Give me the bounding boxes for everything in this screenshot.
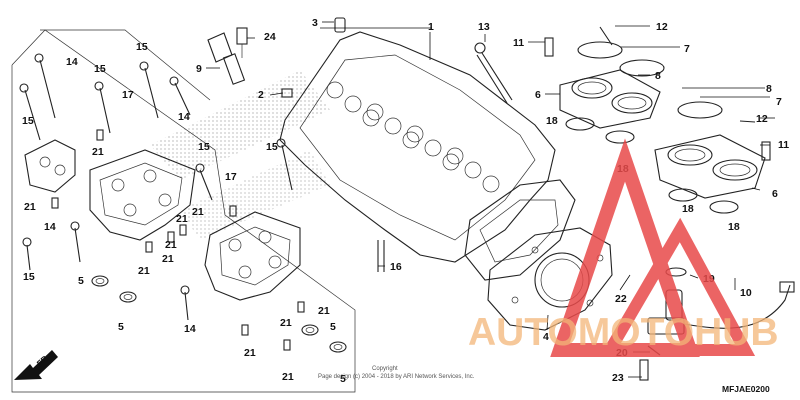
callout-c5b: 5 [118, 321, 124, 333]
callout-c2: 2 [258, 89, 264, 101]
callout-c14d: 14 [184, 323, 196, 335]
camshaft-holder-frame [11, 29, 356, 393]
callout-c15f: 15 [23, 271, 35, 283]
watermark-text: AUTOMOTOHUB [468, 311, 779, 354]
camshaft-holder-upper [89, 149, 196, 241]
callout-c8a: 8 [655, 70, 661, 82]
plug-3 [334, 17, 346, 33]
callout-c5c: 5 [330, 321, 336, 333]
callout-c14a: 14 [66, 56, 78, 68]
callout-c3: 3 [312, 17, 318, 29]
head-port [464, 161, 482, 179]
callout-c6b: 6 [772, 188, 778, 200]
callout-c5a: 5 [78, 275, 84, 287]
copyright-notice: Page design (c) 2004 - 2018 by ARI Netwo… [318, 374, 475, 380]
callout-c21g: 21 [165, 239, 177, 251]
callout-c15c: 15 [22, 115, 34, 127]
shading-band-lower [180, 150, 330, 240]
callout-c18d: 18 [728, 221, 740, 233]
head-port [344, 95, 362, 113]
callout-c15d: 15 [198, 141, 210, 153]
callout-c12a: 12 [656, 21, 668, 33]
callout-c21f: 21 [138, 265, 150, 277]
callout-c18a: 18 [546, 115, 558, 127]
callout-c14b: 14 [178, 111, 190, 123]
o-rings-18 [565, 117, 739, 214]
rocker-holder-small [24, 139, 76, 193]
callout-c10: 10 [740, 287, 752, 299]
callout-c21h: 21 [244, 347, 256, 359]
diagram-code: MFJAE0200 [722, 384, 770, 394]
callout-c17b: 17 [225, 171, 237, 183]
watermark-part-hub: HUB [694, 311, 779, 354]
callout-c21i: 21 [280, 317, 292, 329]
head-port [384, 117, 402, 135]
callout-c8b: 8 [766, 83, 772, 95]
head-port [424, 139, 442, 157]
callout-c1: 1 [428, 21, 434, 33]
callout-c17a: 17 [122, 89, 134, 101]
callout-c21c: 21 [192, 206, 204, 218]
front-direction-arrow: FR. [14, 350, 58, 380]
callout-c12b: 12 [756, 113, 768, 125]
insulator-upper [559, 41, 665, 129]
head-port [442, 153, 460, 171]
watermark-logo-triangle [550, 138, 756, 357]
callout-c21k: 21 [282, 371, 294, 383]
head-port [406, 125, 424, 143]
callout-c5d: 5 [340, 373, 346, 385]
callout-c21j: 21 [318, 305, 330, 317]
bolt-24 [236, 27, 248, 58]
head-port [326, 81, 344, 99]
callout-c15a: 15 [136, 41, 148, 53]
callout-c6a: 6 [535, 89, 541, 101]
callout-c15e: 15 [266, 141, 278, 153]
callout-c13: 13 [478, 21, 490, 33]
callout-c9: 9 [196, 63, 202, 75]
callout-c21a: 21 [92, 146, 104, 158]
callout-c16: 16 [390, 261, 402, 273]
copyright-title: Copyright [372, 366, 398, 372]
watermark-part-auto: AUTO [468, 311, 578, 354]
callout-c22: 22 [615, 293, 627, 305]
callout-c24: 24 [264, 31, 276, 43]
bolt-13 [474, 42, 513, 104]
callout-c7a: 7 [684, 43, 690, 55]
callout-c23: 23 [612, 372, 624, 384]
holder-bolts [19, 53, 293, 321]
head-port [446, 147, 464, 165]
watermark-part-moto: MOTO [578, 311, 694, 354]
dowel-pins-21 [51, 129, 305, 351]
head-port [362, 109, 380, 127]
bolts-11-12 [544, 26, 771, 161]
callout-c21b: 21 [24, 201, 36, 213]
head-port [402, 131, 420, 149]
callout-c4: 4 [543, 331, 549, 343]
camshaft-holder-lower [204, 211, 301, 301]
callout-c14c: 14 [44, 221, 56, 233]
callout-c15b: 15 [94, 63, 106, 75]
o-rings-5 [91, 275, 347, 353]
callout-c21e: 21 [162, 253, 174, 265]
frame-top-line [40, 29, 211, 101]
head-port [366, 103, 384, 121]
callout-c11b: 11 [778, 139, 789, 151]
callout-c7b: 7 [776, 96, 782, 108]
cylinder-head [279, 31, 576, 281]
spark-plug [207, 32, 246, 85]
leader-lines [206, 21, 775, 378]
callout-c11a: 11 [513, 37, 524, 49]
watermark: AUTOMOTOHUB [468, 138, 779, 357]
stud-16 [377, 240, 385, 272]
head-port [482, 175, 500, 193]
callout-c21d: 21 [176, 213, 188, 225]
insulator-lower [654, 101, 766, 199]
callout-c18c: 18 [682, 203, 694, 215]
